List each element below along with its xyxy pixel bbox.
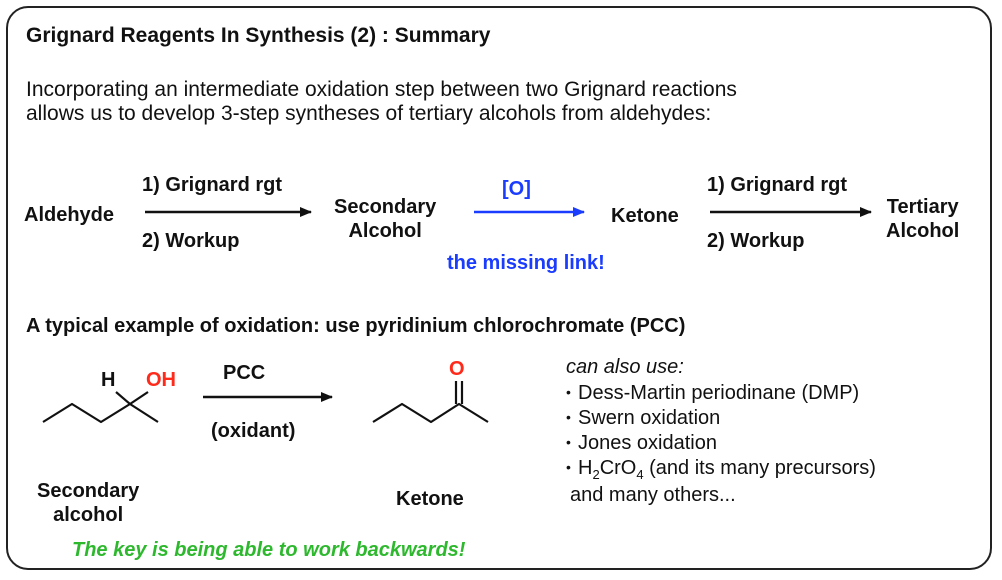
tertiary-line-1: Tertiary — [886, 196, 959, 218]
step3-workup-label: 2) Workup — [707, 230, 805, 252]
start-material-name: Secondary alcohol — [37, 479, 139, 527]
tertiary-line-2: Alcohol — [886, 220, 960, 242]
missing-link-label: the missing link! — [447, 252, 605, 274]
oxidant-note-label: (oxidant) — [211, 420, 296, 442]
page-title: Grignard Reagents In Synthesis (2) : Sum… — [26, 24, 491, 47]
oxidation-label: [O] — [502, 178, 531, 200]
hydroxyl-label: OH — [146, 369, 176, 391]
hydrogen-label: H — [101, 369, 116, 391]
summary-frame — [6, 6, 992, 570]
carbonyl-oxygen-label: O — [449, 358, 465, 380]
tertiary-alcohol-label: Tertiary Alcohol — [886, 195, 959, 243]
alternatives-list: Dess-Martin periodinane (DMP) Swern oxid… — [566, 380, 876, 487]
intro-line-1: Incorporating an intermediate oxidation … — [26, 78, 737, 101]
step1-reagent-label: 1) Grignard rgt — [142, 174, 283, 196]
ketone-label: Ketone — [611, 205, 679, 227]
example-heading: A typical example of oxidation: use pyri… — [26, 315, 686, 337]
secondary-line-1: Secondary — [334, 196, 437, 218]
formula-cro: CrO — [599, 457, 637, 479]
start-name-line-1: Secondary — [37, 480, 140, 502]
alternative-item: Swern oxidation — [566, 405, 876, 430]
start-name-line-2: alcohol — [53, 504, 124, 526]
alternative-item: Jones oxidation — [566, 430, 876, 455]
step1-workup-label: 2) Workup — [142, 230, 240, 252]
product-name: Ketone — [396, 488, 464, 510]
formula-sub-2: 2 — [592, 467, 600, 482]
formula-sub-4: 4 — [636, 467, 644, 482]
intro-text: Incorporating an intermediate oxidation … — [26, 78, 926, 126]
intro-line-2: allows us to develop 3-step syntheses of… — [26, 102, 712, 125]
formula-h: H — [578, 457, 593, 479]
alternative-item: Dess-Martin periodinane (DMP) — [566, 380, 876, 405]
c-h-bond — [115, 391, 131, 405]
aldehyde-label: Aldehyde — [24, 204, 115, 226]
ketone-skeleton — [372, 402, 489, 424]
c-oh-bond — [129, 391, 149, 405]
alternatives-heading: can also use: — [566, 356, 684, 378]
alternatives-footer: and many others... — [570, 484, 736, 506]
pcc-reagent-label: PCC — [223, 362, 266, 384]
alternative-item-h2cro4: H2CrO4 (and its many precursors) — [566, 455, 876, 487]
secondary-alcohol-skeleton — [42, 402, 159, 424]
step3-reagent-label: 1) Grignard rgt — [707, 174, 848, 196]
formula-note: (and its many precursors) — [643, 457, 876, 479]
secondary-line-2: Alcohol — [348, 220, 422, 242]
key-note: The key is being able to work backwards! — [72, 539, 466, 561]
secondary-alcohol-label: Secondary Alcohol — [334, 195, 436, 243]
